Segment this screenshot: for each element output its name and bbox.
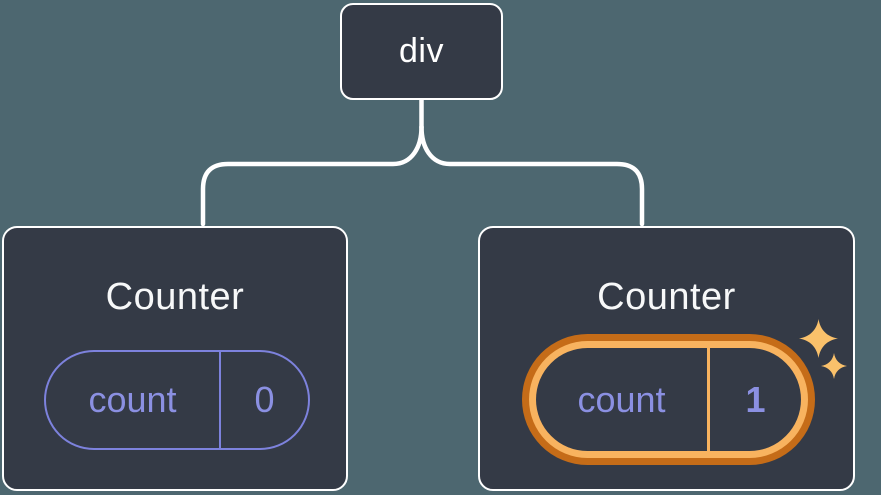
state-key-label: count (88, 379, 177, 420)
state-pill-highlight-ring-inner: count 1 (529, 341, 808, 458)
state-pill-highlight-ring: count 1 (522, 334, 815, 465)
connector-left-branch (200, 124, 424, 227)
state-value: 1 (707, 348, 801, 451)
root-node-div: div (340, 3, 503, 100)
state-value: 0 (219, 352, 308, 448)
root-node-label: div (399, 32, 444, 70)
counter-title: Counter (597, 276, 736, 318)
connector-right-branch (419, 124, 645, 227)
state-key-label: count (577, 378, 666, 420)
counter-node-right: Counter count 1 (478, 226, 855, 491)
counter-title: Counter (105, 276, 245, 318)
state-pill: count 1 (536, 348, 801, 451)
state-pill: count 0 (44, 350, 310, 450)
counter-node-left: Counter count 0 (2, 226, 348, 491)
